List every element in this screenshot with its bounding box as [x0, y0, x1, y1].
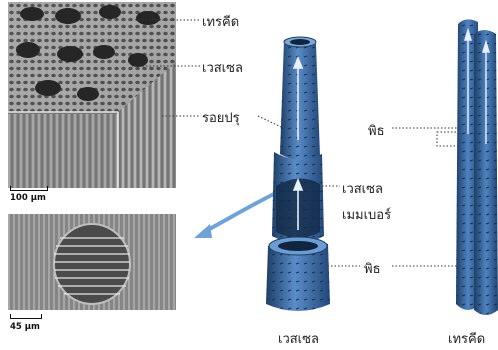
label-tracheid-top: เทรคีด	[202, 11, 239, 32]
vessel-illustration	[254, 36, 338, 318]
label-pith-center: พิธ	[364, 258, 381, 279]
caption-tracheid: เทรคีด	[448, 328, 485, 349]
label-pith-right-top: พิธ	[368, 120, 385, 141]
tracheid-illustration	[444, 14, 498, 320]
label-vessel-member-2: เมมเบอร์	[342, 204, 391, 225]
label-pit-top: รอยปรุ	[202, 107, 240, 128]
label-vessel-member-1: เวสเซล	[342, 178, 383, 199]
caption-vessel: เวสเซล	[278, 328, 319, 349]
label-vessel-top: เวสเซล	[202, 57, 243, 78]
